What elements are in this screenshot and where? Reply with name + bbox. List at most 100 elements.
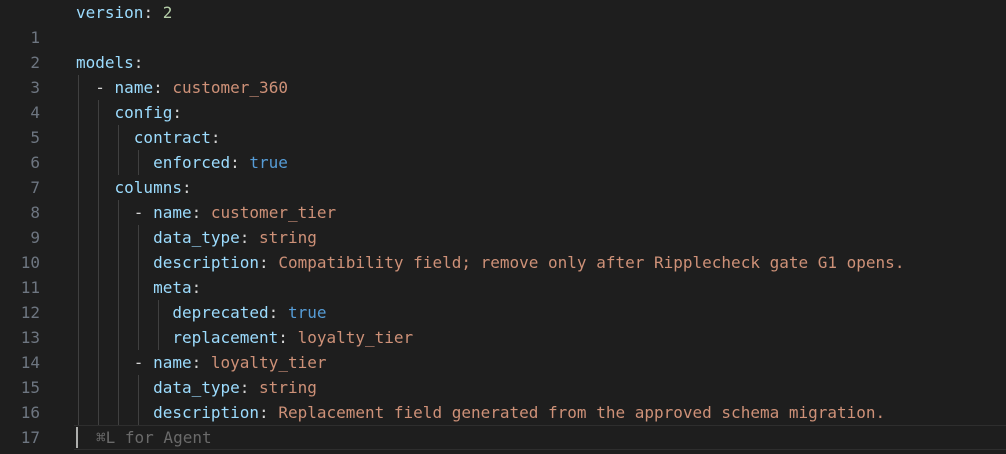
yaml-key: enforced <box>153 153 231 172</box>
yaml-key: meta <box>153 278 192 297</box>
indent-guide <box>118 125 119 175</box>
line-content: deprecated: true <box>76 300 326 325</box>
code-line[interactable]: 3 models: <box>0 50 1006 97</box>
indent-guide <box>118 200 119 425</box>
yaml-key: version <box>76 3 144 22</box>
yaml-key: replacement <box>172 328 279 347</box>
line-number: 8 <box>30 203 40 222</box>
yaml-value: 2 <box>162 3 173 22</box>
code-line[interactable]: 4 - name: customer_360 <box>0 75 1006 122</box>
agent-hint: ⌘L for Agent <box>96 428 212 447</box>
yaml-value: string <box>259 228 317 247</box>
line-number: 12 <box>20 303 40 322</box>
colon: : <box>230 153 240 172</box>
code-line[interactable]: 5 config: <box>0 100 1006 147</box>
line-content: replacement: loyalty_tier <box>76 325 413 350</box>
colon: : <box>153 78 163 97</box>
indent-guide <box>138 375 139 425</box>
list-dash: - <box>95 78 105 97</box>
yaml-value: loyalty_tier <box>297 328 414 347</box>
line-number: 5 <box>30 128 40 147</box>
colon: : <box>278 328 288 347</box>
list-dash: - <box>133 203 144 222</box>
text-cursor <box>76 427 78 448</box>
yaml-value: Replacement field generated from the app… <box>278 403 886 422</box>
yaml-key: config <box>114 103 173 122</box>
code-line[interactable]: 9 - name: customer_tier <box>0 200 1006 247</box>
line-number: 1 <box>30 28 40 47</box>
yaml-key: name <box>114 78 154 97</box>
indent-guide <box>138 225 139 350</box>
line-content: columns: <box>76 175 192 200</box>
colon: : <box>191 278 202 297</box>
colon: : <box>259 253 269 272</box>
line-content: - name: customer_360 <box>76 75 288 100</box>
line-number: 3 <box>30 78 40 97</box>
line-content: config: <box>76 100 182 125</box>
line-number: 9 <box>30 228 40 247</box>
line-number: 13 <box>20 328 40 347</box>
colon: : <box>143 3 154 22</box>
line-content: models: <box>76 50 143 75</box>
line-content: data_type: string <box>76 225 317 250</box>
yaml-value: customer_360 <box>172 78 288 97</box>
yaml-key: name <box>153 203 192 222</box>
line-content: contract: <box>76 125 221 150</box>
code-line-current[interactable]: 18 ⌘L for Agent <box>0 425 1006 454</box>
code-line[interactable]: 11 description: Compatibility field; rem… <box>0 250 1006 297</box>
yaml-value: customer_tier <box>210 203 337 222</box>
yaml-key: columns <box>114 178 182 197</box>
code-line[interactable]: 6 contract: <box>0 125 1006 172</box>
line-content: ⌘L for Agent <box>96 425 212 450</box>
code-line[interactable]: 15 - name: loyalty_tier <box>0 350 1006 397</box>
colon: : <box>268 303 279 322</box>
code-line[interactable]: 7 enforced: true <box>0 150 1006 197</box>
line-content: version: 2 <box>76 0 172 25</box>
yaml-key: contract <box>133 128 211 147</box>
yaml-value: Compatibility field; remove only after R… <box>278 253 905 272</box>
colon: : <box>210 128 221 147</box>
line-number: 11 <box>20 278 40 297</box>
line-number: 16 <box>20 403 40 422</box>
line-number: 17 <box>20 428 40 447</box>
line-content: - name: customer_tier <box>76 200 336 225</box>
line-content: description: Replacement field generated… <box>76 400 885 425</box>
indent-guide <box>158 300 159 350</box>
colon: : <box>181 178 192 197</box>
line-content: enforced: true <box>76 150 288 175</box>
line-content: - name: loyalty_tier <box>76 350 327 375</box>
code-line[interactable]: 16 data_type: string <box>0 375 1006 422</box>
yaml-key: description <box>153 253 260 272</box>
colon: : <box>239 228 250 247</box>
code-line[interactable]: 12 meta: <box>0 275 1006 322</box>
yaml-key: deprecated <box>172 303 269 322</box>
line-number: 7 <box>30 178 40 197</box>
line-number: 18 <box>0 450 40 454</box>
colon: : <box>191 353 202 372</box>
line-number: 6 <box>30 153 40 172</box>
line-number: 15 <box>20 378 40 397</box>
colon: : <box>239 378 250 397</box>
code-line[interactable]: 1 version: 2 <box>0 0 1006 47</box>
yaml-value: true <box>287 303 327 322</box>
code-line[interactable]: 14 replacement: loyalty_tier <box>0 325 1006 372</box>
indent-guide <box>98 100 99 425</box>
line-content: meta: <box>76 275 201 300</box>
code-line[interactable]: 2 <box>0 25 1006 72</box>
yaml-key: description <box>153 403 260 422</box>
indent-guide <box>138 150 139 175</box>
code-line[interactable]: 17 description: Replacement field genera… <box>0 400 1006 447</box>
code-line[interactable]: 10 data_type: string <box>0 225 1006 272</box>
code-line[interactable]: 13 deprecated: true <box>0 300 1006 347</box>
yaml-value: loyalty_tier <box>210 353 327 372</box>
colon: : <box>133 53 144 72</box>
yaml-value: string <box>259 378 317 397</box>
colon: : <box>172 103 182 122</box>
line-content: data_type: string <box>76 375 317 400</box>
line-number: 14 <box>20 353 40 372</box>
code-line[interactable]: 8 columns: <box>0 175 1006 222</box>
line-number: 10 <box>20 253 40 272</box>
line-number: 4 <box>30 103 40 122</box>
yaml-key: data_type <box>153 228 240 247</box>
